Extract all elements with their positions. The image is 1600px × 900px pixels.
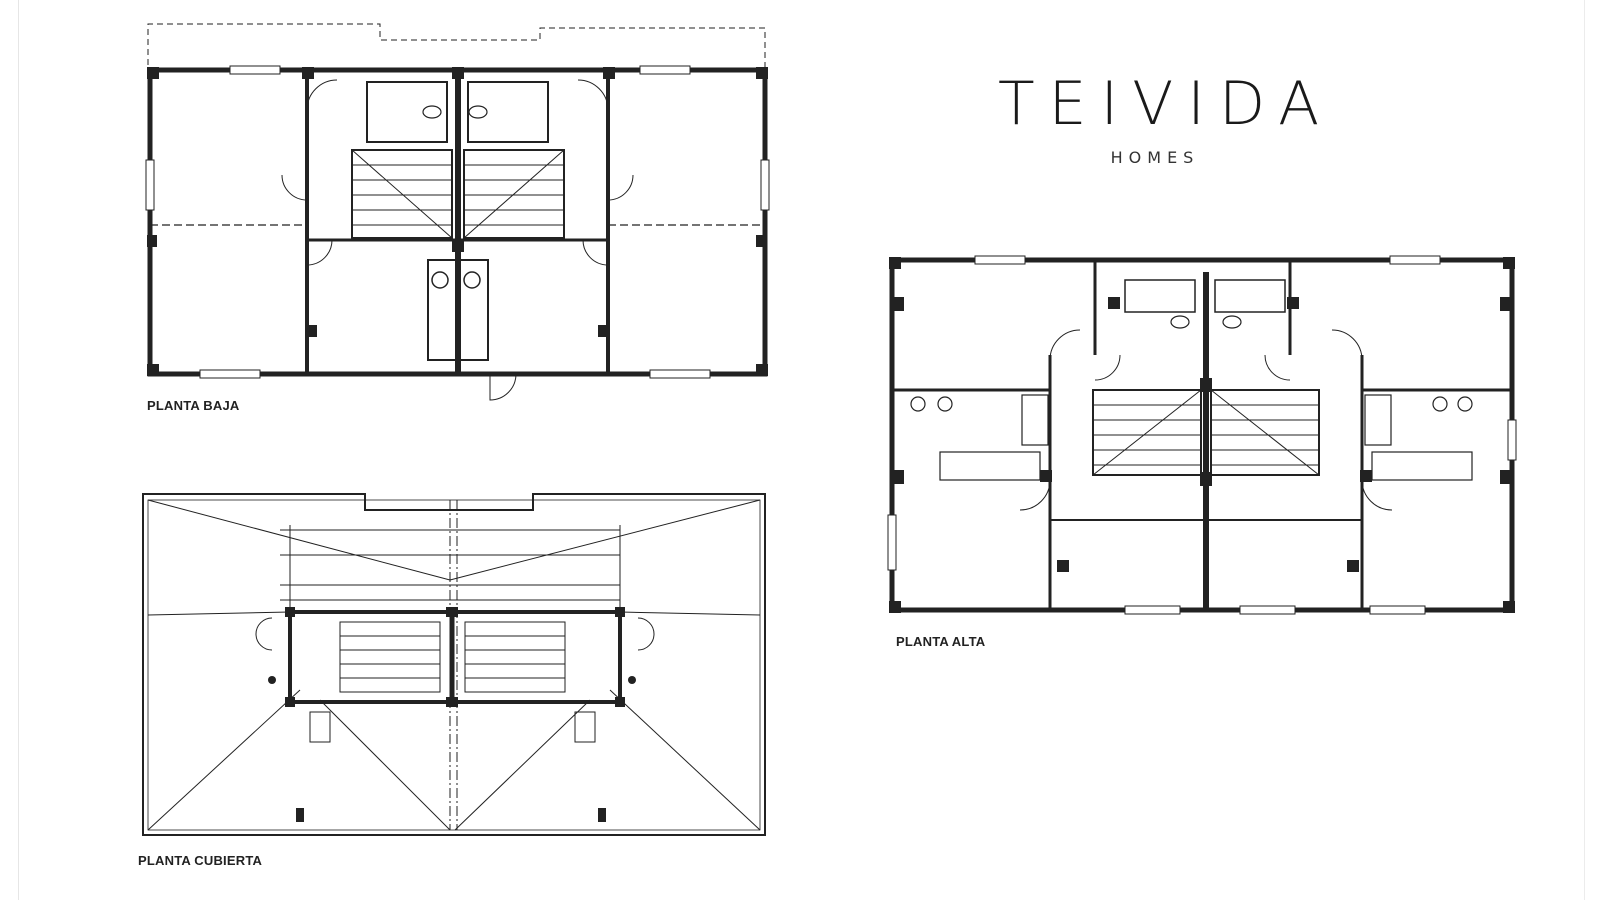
upper-floor-plan (887, 255, 1517, 615)
roof-floor-label: PLANTA CUBIERTA (138, 853, 263, 868)
ground-floor-label: PLANTA BAJA (147, 398, 240, 413)
brand-name: TEIVIDA (998, 69, 1334, 139)
sheet-edge-right (1584, 0, 1585, 900)
roof-plan (142, 493, 766, 836)
brand-tagline: HOMES (1110, 148, 1200, 167)
sheet-edge-left (18, 0, 19, 900)
brand-logo: TEIVIDA HOMES (990, 74, 1320, 167)
upper-floor-label: PLANTA ALTA (896, 634, 986, 649)
ground-floor-plan (145, 23, 770, 401)
